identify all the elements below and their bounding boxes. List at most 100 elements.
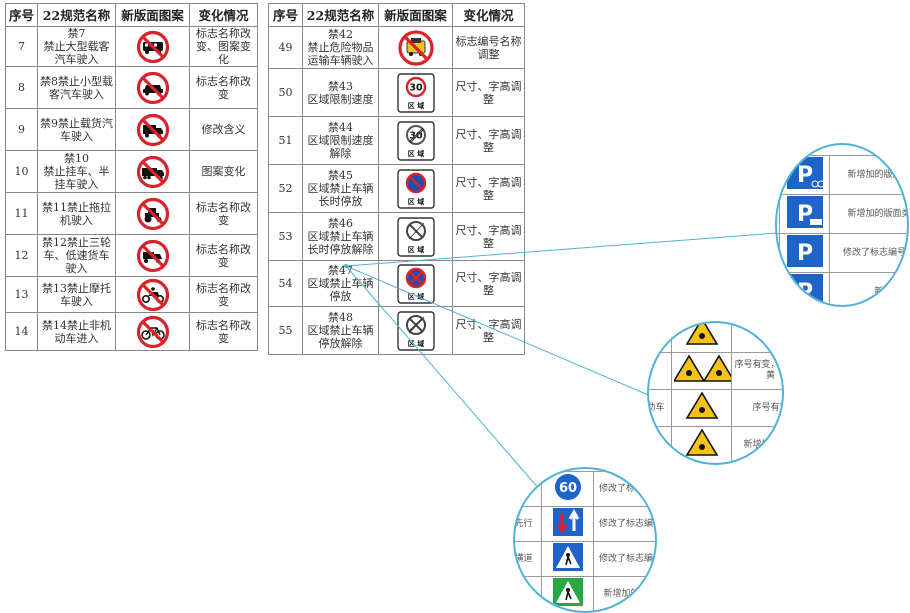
svg-text:区 域: 区 域 bbox=[407, 149, 423, 158]
row-number: 8 bbox=[5, 66, 38, 109]
table-row: 7 禁7 禁止大型载客汽车驶入 标志名称改变、图案变化 bbox=[5, 26, 258, 67]
warning-children-icon bbox=[685, 428, 719, 462]
zoom-row-pattern bbox=[671, 352, 732, 390]
zoom-row-label bbox=[649, 323, 672, 353]
zoom-row-note: 新增加的版面类型 bbox=[593, 576, 655, 611]
table-row: 8 禁8禁止小型载客汽车驶入 标志名称改变 bbox=[5, 66, 258, 109]
parking-icon: P bbox=[786, 274, 824, 305]
change-note: 标志名称改变 bbox=[189, 312, 258, 351]
pedestrian-crossing-green-icon bbox=[552, 578, 584, 610]
parking-icon: P bbox=[786, 235, 824, 271]
sign-pattern bbox=[115, 234, 190, 277]
zoom-circle-parking: P 新增加的版面类型用 P 新增加的版面类型4) P 修改了标志编号名称 P 新… bbox=[775, 143, 909, 307]
row-number: 52 bbox=[268, 164, 303, 213]
table-row: 11 禁11禁止拖拉机驶入 标志名称改变 bbox=[5, 192, 258, 235]
row-number: 10 bbox=[5, 150, 38, 193]
no-trailer-icon bbox=[118, 155, 187, 189]
no-motorcycle-icon bbox=[118, 278, 187, 312]
zoom-row: 序号有变，加荧光黄 bbox=[649, 352, 782, 390]
row-number: 54 bbox=[268, 260, 303, 307]
table-row: 9 禁9禁止载货汽车驶入 修改含义 bbox=[5, 108, 258, 151]
sign-pattern bbox=[115, 150, 190, 193]
row-number: 9 bbox=[5, 108, 38, 151]
header-pattern: 新版面图案 bbox=[115, 3, 190, 27]
parking-vehicle-icon: P bbox=[786, 196, 824, 232]
zoom-row-note: 修改了标志编号名称 bbox=[593, 471, 655, 507]
sign-pattern bbox=[378, 26, 453, 69]
zoom-row-label: 助车 bbox=[649, 389, 672, 427]
table-row: 52 禁45 区域禁止车辆长时停放 区 域 尺寸、字高调整 bbox=[268, 164, 525, 213]
sign-name: 禁43 区域限制速度 bbox=[302, 68, 379, 117]
change-note: 标志名称改变 bbox=[189, 192, 258, 235]
zoom-row: 用 P 新增加的版面类型 bbox=[777, 194, 907, 234]
change-note: 尺寸、字高调整 bbox=[452, 212, 525, 261]
zoom-row: 4) P 修改了标志编号名称 bbox=[777, 233, 907, 273]
change-note: 修改含义 bbox=[189, 108, 258, 151]
row-number: 14 bbox=[5, 312, 38, 351]
svg-text:P: P bbox=[797, 163, 813, 188]
sign-name: 禁12禁止三轮车、低速货车驶入 bbox=[37, 234, 116, 277]
zoom-row-pattern: P bbox=[779, 272, 830, 305]
zone-no-long-parking-icon: 区 域 bbox=[381, 168, 450, 209]
zoom-row-pattern bbox=[541, 541, 594, 577]
zoom-row-note bbox=[731, 323, 782, 353]
header-name: 22规范名称 bbox=[37, 3, 116, 27]
table-row: 14 禁14禁止非机动车进入 标志名称改变 bbox=[5, 312, 258, 351]
sign-name: 禁8禁止小型载客汽车驶入 bbox=[37, 66, 116, 109]
zoom-row: 横道 修改了标志编号名称 bbox=[515, 541, 655, 577]
table-header-row: 序号 22规范名称 新版面图案 变化情况 bbox=[5, 3, 258, 27]
zoom-row: 60 修改了标志编号名称 bbox=[515, 471, 655, 507]
svg-text:区 域: 区 域 bbox=[407, 339, 423, 348]
zoom-circle-warning: 序号有变，加荧光黄助车 序号有变行 新增标志版面 bbox=[647, 321, 784, 465]
sign-name: 禁45 区域禁止车辆长时停放 bbox=[302, 164, 379, 213]
zoom-row-label: 横道 bbox=[515, 541, 542, 577]
change-note: 标志名称改变、图案变化 bbox=[189, 26, 258, 67]
row-number: 7 bbox=[5, 26, 38, 67]
zoom-row: P 新增 bbox=[777, 272, 907, 305]
sign-name: 禁10 禁止挂车、半挂车驶入 bbox=[37, 150, 116, 193]
zoom-row-label: 先行 bbox=[515, 506, 542, 542]
zoom-row-note: 新增加的版面类型 bbox=[829, 155, 907, 195]
no-bus-icon bbox=[118, 30, 187, 64]
table-row: 53 禁46 区域禁止车辆长时停放解除 区 域 尺寸、字高调整 bbox=[268, 212, 525, 261]
change-note: 尺寸、字高调整 bbox=[452, 164, 525, 213]
zoom-row-label bbox=[647, 464, 672, 466]
warning-pair-icon bbox=[672, 354, 731, 388]
zoom-row-pattern: P bbox=[779, 155, 830, 195]
zone-speed-limit-icon: 30 区 域 bbox=[381, 72, 450, 113]
no-tricycle-icon bbox=[118, 239, 187, 273]
zoom-row bbox=[647, 464, 784, 466]
table-row: 10 禁10 禁止挂车、半挂车驶入 图案变化 bbox=[5, 150, 258, 193]
sign-pattern bbox=[115, 192, 190, 235]
zoom-row-label bbox=[649, 352, 672, 390]
svg-text:区 域: 区 域 bbox=[407, 101, 423, 110]
zoom-row-pattern bbox=[671, 389, 732, 427]
zoom-row-pattern: P bbox=[779, 233, 830, 273]
row-number: 53 bbox=[268, 212, 303, 261]
zoom-table: 序号有变，加荧光黄助车 序号有变行 新增标志版面 bbox=[647, 323, 784, 466]
zone-no-long-parking-end-icon: 区 域 bbox=[381, 216, 450, 257]
header-name: 22规范名称 bbox=[302, 3, 379, 27]
zoom-row-pattern bbox=[541, 506, 594, 542]
zoom-row-note: 修改了标志编号名称 bbox=[829, 233, 907, 273]
no-tractor-icon bbox=[118, 197, 187, 231]
zoom-row-note: 序号有变，加荧光黄 bbox=[731, 352, 782, 390]
change-note: 标志名称改变 bbox=[189, 276, 258, 313]
zoom-row: 先行 修改了标志编号名称 bbox=[515, 506, 655, 542]
svg-text:P: P bbox=[797, 280, 813, 305]
svg-text:P: P bbox=[797, 202, 813, 227]
svg-text:区 域: 区 域 bbox=[407, 245, 423, 254]
svg-text:30: 30 bbox=[409, 130, 423, 141]
zoom-row-note: 修改了标志编号名称 bbox=[593, 541, 655, 577]
warning-icon bbox=[685, 323, 719, 351]
table-row: 13 禁13禁止摩托车驶入 标志名称改变 bbox=[5, 276, 258, 313]
sign-pattern: 区 域 bbox=[378, 306, 453, 355]
zoom-row-pattern: 60 bbox=[541, 471, 594, 507]
sign-name: 禁46 区域禁止车辆长时停放解除 bbox=[302, 212, 379, 261]
zone-no-parking-end-icon: 区 域 bbox=[381, 310, 450, 351]
row-number: 51 bbox=[268, 116, 303, 165]
warning-bicycle-icon bbox=[685, 391, 719, 425]
no-bicycle-icon bbox=[118, 315, 187, 349]
priority-arrows-icon bbox=[552, 508, 584, 540]
sign-pattern: 30 区 域 bbox=[378, 116, 453, 165]
